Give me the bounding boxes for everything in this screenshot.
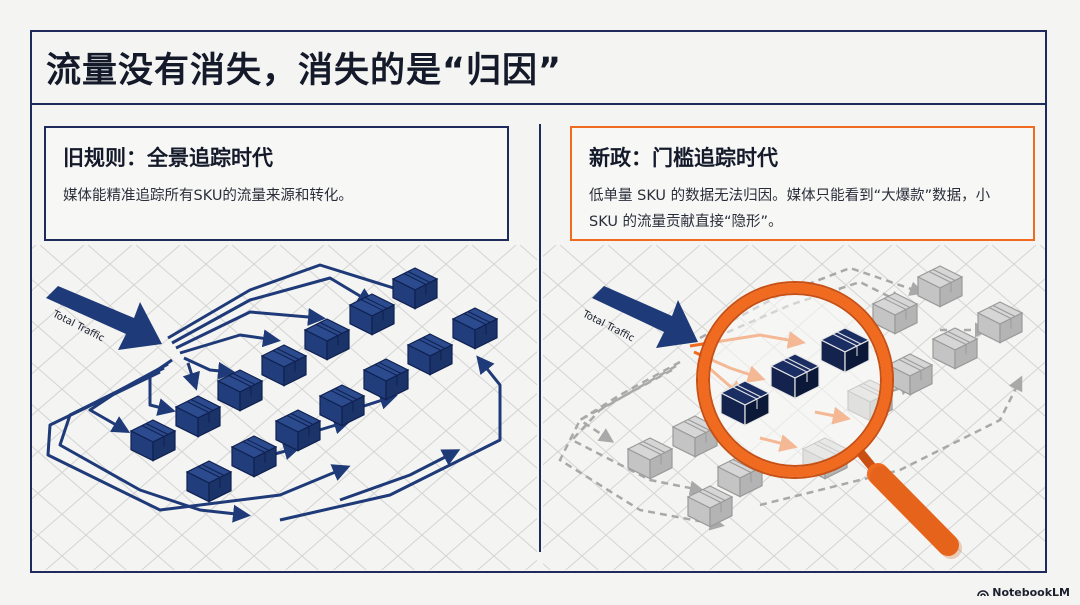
magnifying-glass-icon [696,281,962,559]
grid-line [0,245,36,575]
flow-line [179,329,281,355]
new-rule-card: 新政：门槛追踪时代 低单量 SKU 的数据无法归因。媒体只能看到“大爆款”数据，… [570,126,1035,241]
center-divider [539,124,541,552]
grid-line [900,444,1045,570]
box-icon [406,333,454,376]
flow-line [182,362,200,391]
grid-line [943,245,1045,334]
box-icon [362,358,410,401]
grid-line [32,362,272,570]
grid-line [1039,245,1045,251]
bestseller-box-icon [719,380,771,427]
old-rule-heading: 旧规则：全景追踪时代 [63,146,273,170]
grid-line [428,476,537,570]
grid-line [1044,569,1045,570]
dashed-path [558,368,725,531]
box-icon [174,395,222,438]
left-box-group [129,267,499,503]
new-rule-description: 低单量 SKU 的数据无法归因。媒体只能看到“大爆款”数据，小 SKU 的流量贡… [589,188,991,230]
grid-line [543,245,701,383]
grid-line [1000,245,1080,575]
dashed-path [577,360,681,443]
grid-line [952,245,1080,575]
old-rule-card: 旧规则：全景追踪时代 媒体能精准追踪所有SKU的流量来源和转化。 [44,126,509,241]
grid-line [708,278,1045,570]
notebooklm-logo-icon [977,590,990,597]
grid-line [0,245,28,575]
grid-line [895,245,1045,376]
left-flow-lines [46,263,502,523]
grid-line [423,245,537,344]
watermark-text: NotebookLM [992,586,1070,599]
box-icon [216,369,264,412]
box-icon [185,460,233,503]
untracked-box-icon [686,485,734,528]
grid-line [543,437,696,570]
box-icon [260,344,308,387]
box-icon [318,384,366,427]
grid-line [375,245,537,386]
grid-line [32,245,325,500]
untracked-box-icon [626,437,674,480]
untracked-box-icon [916,265,964,308]
bestseller-box-icon [769,353,821,400]
untracked-box-icon [976,301,1024,344]
grid-line [284,351,537,570]
grid-line [804,361,1045,570]
box-icon [303,318,351,361]
dashed-path [759,375,1023,507]
total-traffic-arrow-right [592,286,698,348]
grid-line [948,486,1045,570]
flow-line [279,355,502,522]
box-icon [348,293,396,336]
grid-line [543,245,797,466]
flow-line [46,370,351,512]
box-icon [451,307,499,350]
box-icon [391,267,439,310]
flow-line [171,276,376,345]
flow-line [183,356,236,380]
untracked-box-icon [871,292,919,335]
grid-line [756,319,1045,570]
grid-line [380,434,537,570]
grid-line [543,245,653,341]
grid-line [236,309,537,570]
box-icon [129,419,177,462]
grid-line [1048,245,1080,575]
grid-line [543,479,648,570]
box-icon [274,409,322,452]
tracked-bestseller-boxes [719,327,871,427]
untracked-box-icon [886,353,934,396]
grid-line [32,245,229,416]
grid-line [476,517,537,570]
grid-line [543,245,749,424]
grid-line [0,245,28,575]
old-rule-description: 媒体能精准追踪所有SKU的流量来源和转化。 [63,188,353,204]
grid-line [32,245,277,458]
grid-line [332,392,537,570]
grid-line [471,245,537,303]
grid-line [32,245,181,375]
grid-line [32,487,128,570]
grid-line [1048,245,1080,575]
grid-line [1000,245,1080,575]
grid-line [952,245,1080,575]
total-traffic-arrow-left [46,286,162,350]
new-rule-heading: 新政：门槛追踪时代 [589,146,778,170]
watermark: NotebookLM [977,586,1070,599]
grid-line [32,445,176,570]
grid-line [32,245,37,250]
box-icon [230,435,278,478]
page-title: 流量没有消失，消失的是“归因” [46,51,563,91]
untracked-box-icon [931,327,979,370]
title-divider [31,103,1046,105]
dashed-path [569,364,705,496]
bestseller-box-icon [819,327,871,374]
content-frame [30,30,1047,573]
flow-line [339,449,461,502]
flow-line [175,308,326,350]
left-illustration: Total Traffic [0,245,1080,575]
right-illustration: Total Traffic [0,245,1045,575]
